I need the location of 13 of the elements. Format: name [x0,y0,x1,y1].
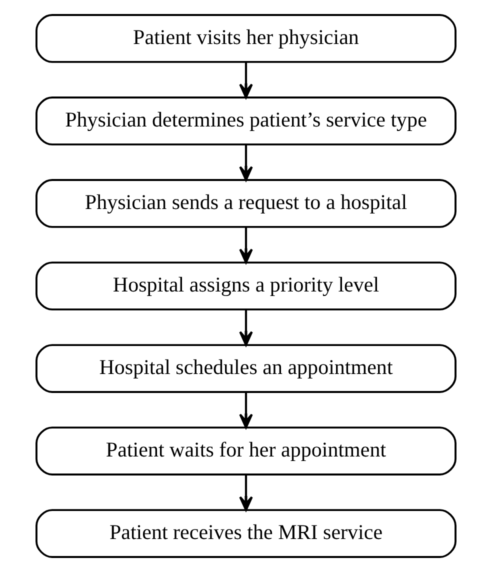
arrow [239,227,253,264]
arrow [239,62,253,98]
node-box: Physician sends a request to a hospital [36,179,456,228]
arrow [239,474,253,512]
node-box: Physician determines patient’s service type [36,96,456,146]
arrow [239,392,253,428]
node-box: Patient visits her physician [36,14,456,63]
arrow [239,310,253,346]
node-box: Patient receives the MRI service [36,509,456,558]
arrow [239,144,253,181]
node-box: Hospital schedules an appointment [36,344,456,393]
node-box: Hospital assigns a priority level [36,262,456,310]
node-box: Patient waits for her appointment [36,426,456,476]
